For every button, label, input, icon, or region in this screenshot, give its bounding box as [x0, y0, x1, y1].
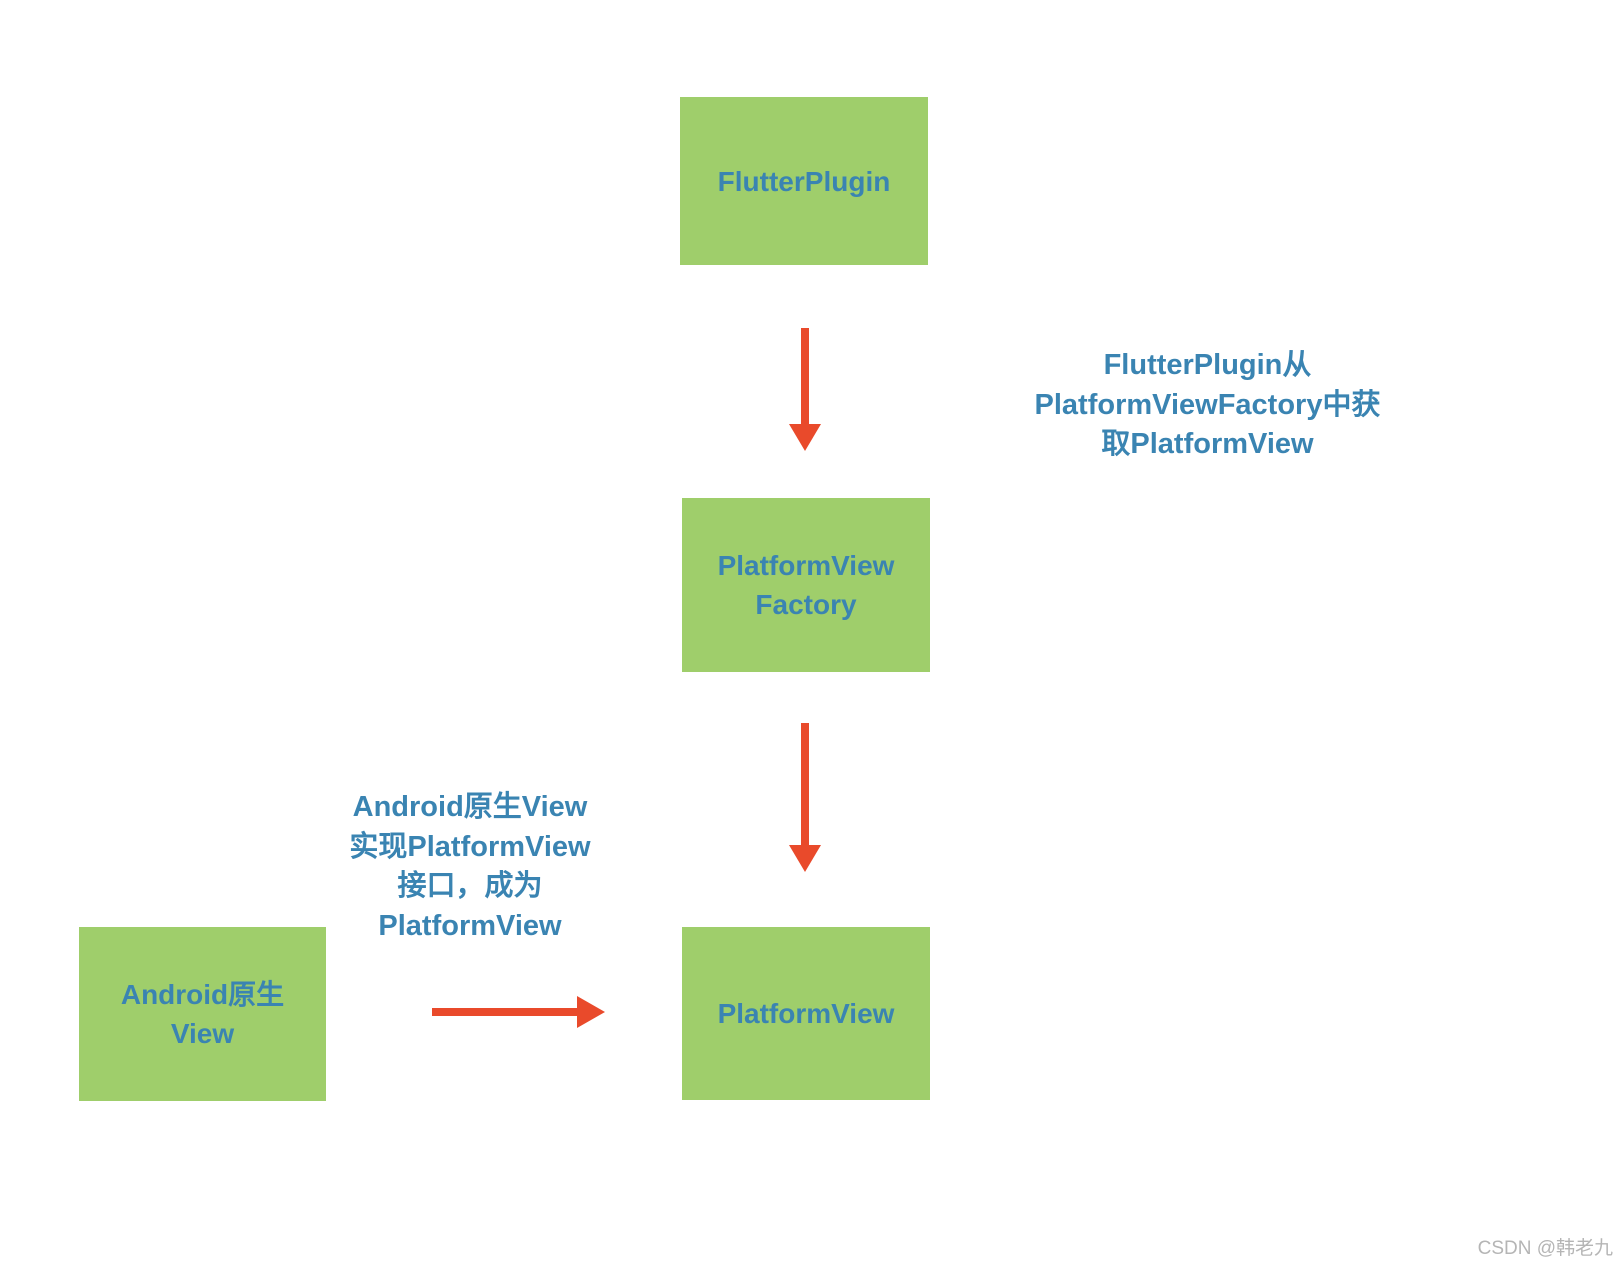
watermark: CSDN @韩老九 — [1477, 1238, 1613, 1259]
arrow-plugin-to-factory-head-icon — [789, 424, 821, 451]
annotation-native-view-note-line-2: 实现PlatformView — [349, 830, 591, 863]
annotation-factory-note: FlutterPlugin从 PlatformViewFactory中获 取Pl… — [990, 346, 1425, 465]
annotation-native-view-note: Android原生View 实现PlatformView 接口，成为 Platf… — [300, 788, 640, 946]
arrow-factory-to-platformview-head-icon — [789, 845, 821, 872]
annotation-native-view-note-line-3: 接口，成为 — [397, 870, 543, 902]
arrow-factory-to-platformview-shaft — [801, 723, 809, 846]
node-android-native-view-label-line-2: View — [170, 1018, 235, 1049]
node-android-native-view: Android原生 View — [79, 927, 326, 1101]
annotation-factory-note-line-2: PlatformViewFactory中获 — [1034, 388, 1381, 421]
annotation-native-view-note-line-4: PlatformView — [378, 909, 562, 942]
annotation-factory-note-line-1: FlutterPlugin从 — [1103, 349, 1312, 381]
node-platform-view: PlatformView — [682, 927, 930, 1100]
arrow-plugin-to-factory-shaft — [801, 328, 809, 425]
node-flutter-plugin-label: FlutterPlugin — [717, 165, 891, 197]
annotation-native-view-note-line-1: Android原生View — [352, 791, 588, 823]
annotation-factory-note-line-3: 取PlatformView — [1101, 428, 1314, 460]
node-flutter-plugin: FlutterPlugin — [680, 97, 928, 265]
node-platform-view-factory: PlatformView Factory — [682, 498, 930, 672]
arrow-nativeview-to-platformview-shaft — [432, 1008, 578, 1016]
node-android-native-view-label-line-1: Android原生 — [120, 979, 285, 1010]
arrow-nativeview-to-platformview-head-icon — [577, 996, 605, 1028]
node-platform-view-factory-label-line-1: PlatformView — [717, 550, 895, 581]
node-platform-view-factory-label-line-2: Factory — [755, 589, 857, 620]
node-platform-view-label: PlatformView — [717, 998, 895, 1029]
